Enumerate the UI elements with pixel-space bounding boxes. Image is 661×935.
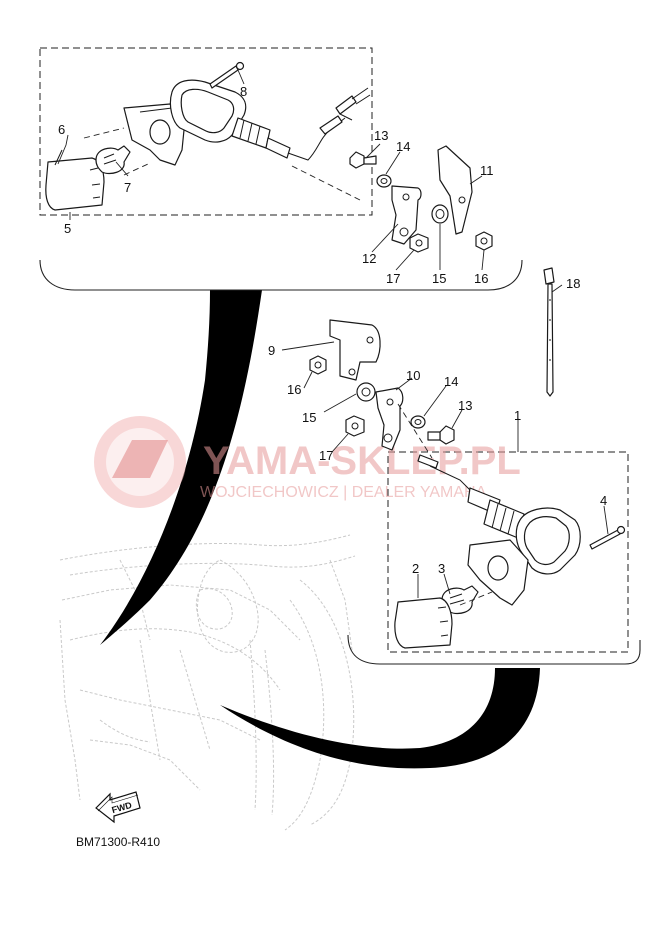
grommet-part-15-lower xyxy=(356,382,376,402)
callout-11: 11 xyxy=(480,163,494,178)
watermark-brand: YAMA-SKLEP.PL xyxy=(203,439,521,483)
lamp-body-lower xyxy=(417,454,581,575)
callout-2: 2 xyxy=(412,561,419,576)
callout-5: 5 xyxy=(64,221,71,236)
grommet-part-15-upper xyxy=(431,204,449,224)
callout-6: 6 xyxy=(58,122,65,137)
callout-10: 10 xyxy=(406,368,420,383)
vehicle-ghost-outline xyxy=(59,534,356,831)
callout-4: 4 xyxy=(600,493,607,508)
callout-17-lower: 17 xyxy=(319,448,333,463)
callout-15-lower: 15 xyxy=(302,410,316,425)
leader-lines xyxy=(57,69,609,606)
callout-12: 12 xyxy=(362,251,376,266)
lamp-body xyxy=(169,79,371,161)
callout-9: 9 xyxy=(268,343,275,358)
fwd-arrow-icon: FWD xyxy=(95,791,141,824)
bulb-part-7 xyxy=(95,145,131,175)
lamp-housing-lower xyxy=(467,539,529,606)
screw-part-8 xyxy=(209,61,245,89)
upper-assembly-dashed-box xyxy=(39,47,373,216)
upper-group-frame xyxy=(39,259,523,291)
nut-part-16-upper xyxy=(475,231,493,251)
bolt-part-13-lower xyxy=(427,425,455,445)
bracket-part-12 xyxy=(391,185,422,245)
collar-part-14-upper xyxy=(376,174,392,188)
nut-part-16-lower xyxy=(309,355,327,375)
callout-1: 1 xyxy=(514,408,521,423)
callout-8: 8 xyxy=(240,84,247,99)
callout-14-upper: 14 xyxy=(396,139,410,154)
bolt-part-13-upper xyxy=(349,151,377,169)
plate-part-11 xyxy=(437,145,473,235)
callout-3: 3 xyxy=(438,561,445,576)
watermark: YAMA-SKLEP.PL WOJCIECHOWICZ | DEALER YAM… xyxy=(94,416,521,508)
lens-part-6 xyxy=(45,149,105,211)
callout-13-upper: 13 xyxy=(374,128,388,143)
callout-14-lower: 14 xyxy=(444,374,458,389)
cable-tie-part-18 xyxy=(543,267,555,397)
screw-part-4 xyxy=(589,525,626,550)
nut-part-17-lower xyxy=(345,415,365,437)
callout-16-upper: 16 xyxy=(474,271,488,286)
collar-part-14-lower xyxy=(410,415,426,429)
callout-7: 7 xyxy=(124,180,131,195)
bracket-part-10 xyxy=(375,387,404,451)
watermark-dealer: WOJCIECHOWICZ | DEALER YAMAHA xyxy=(200,484,487,501)
callout-15-upper: 15 xyxy=(432,271,446,286)
callout-17-upper: 17 xyxy=(386,271,400,286)
bracket-part-9 xyxy=(329,319,381,381)
callout-16-lower: 16 xyxy=(287,382,301,397)
swoosh-lower xyxy=(220,668,540,769)
swoosh-upper xyxy=(100,290,262,645)
callout-13-lower: 13 xyxy=(458,398,472,413)
diagram-code: BM71300-R410 xyxy=(76,835,160,849)
lower-group-frame xyxy=(347,634,641,665)
lens-part-2 xyxy=(394,597,453,649)
callout-18: 18 xyxy=(566,276,580,291)
nut-part-17-upper xyxy=(409,233,429,253)
